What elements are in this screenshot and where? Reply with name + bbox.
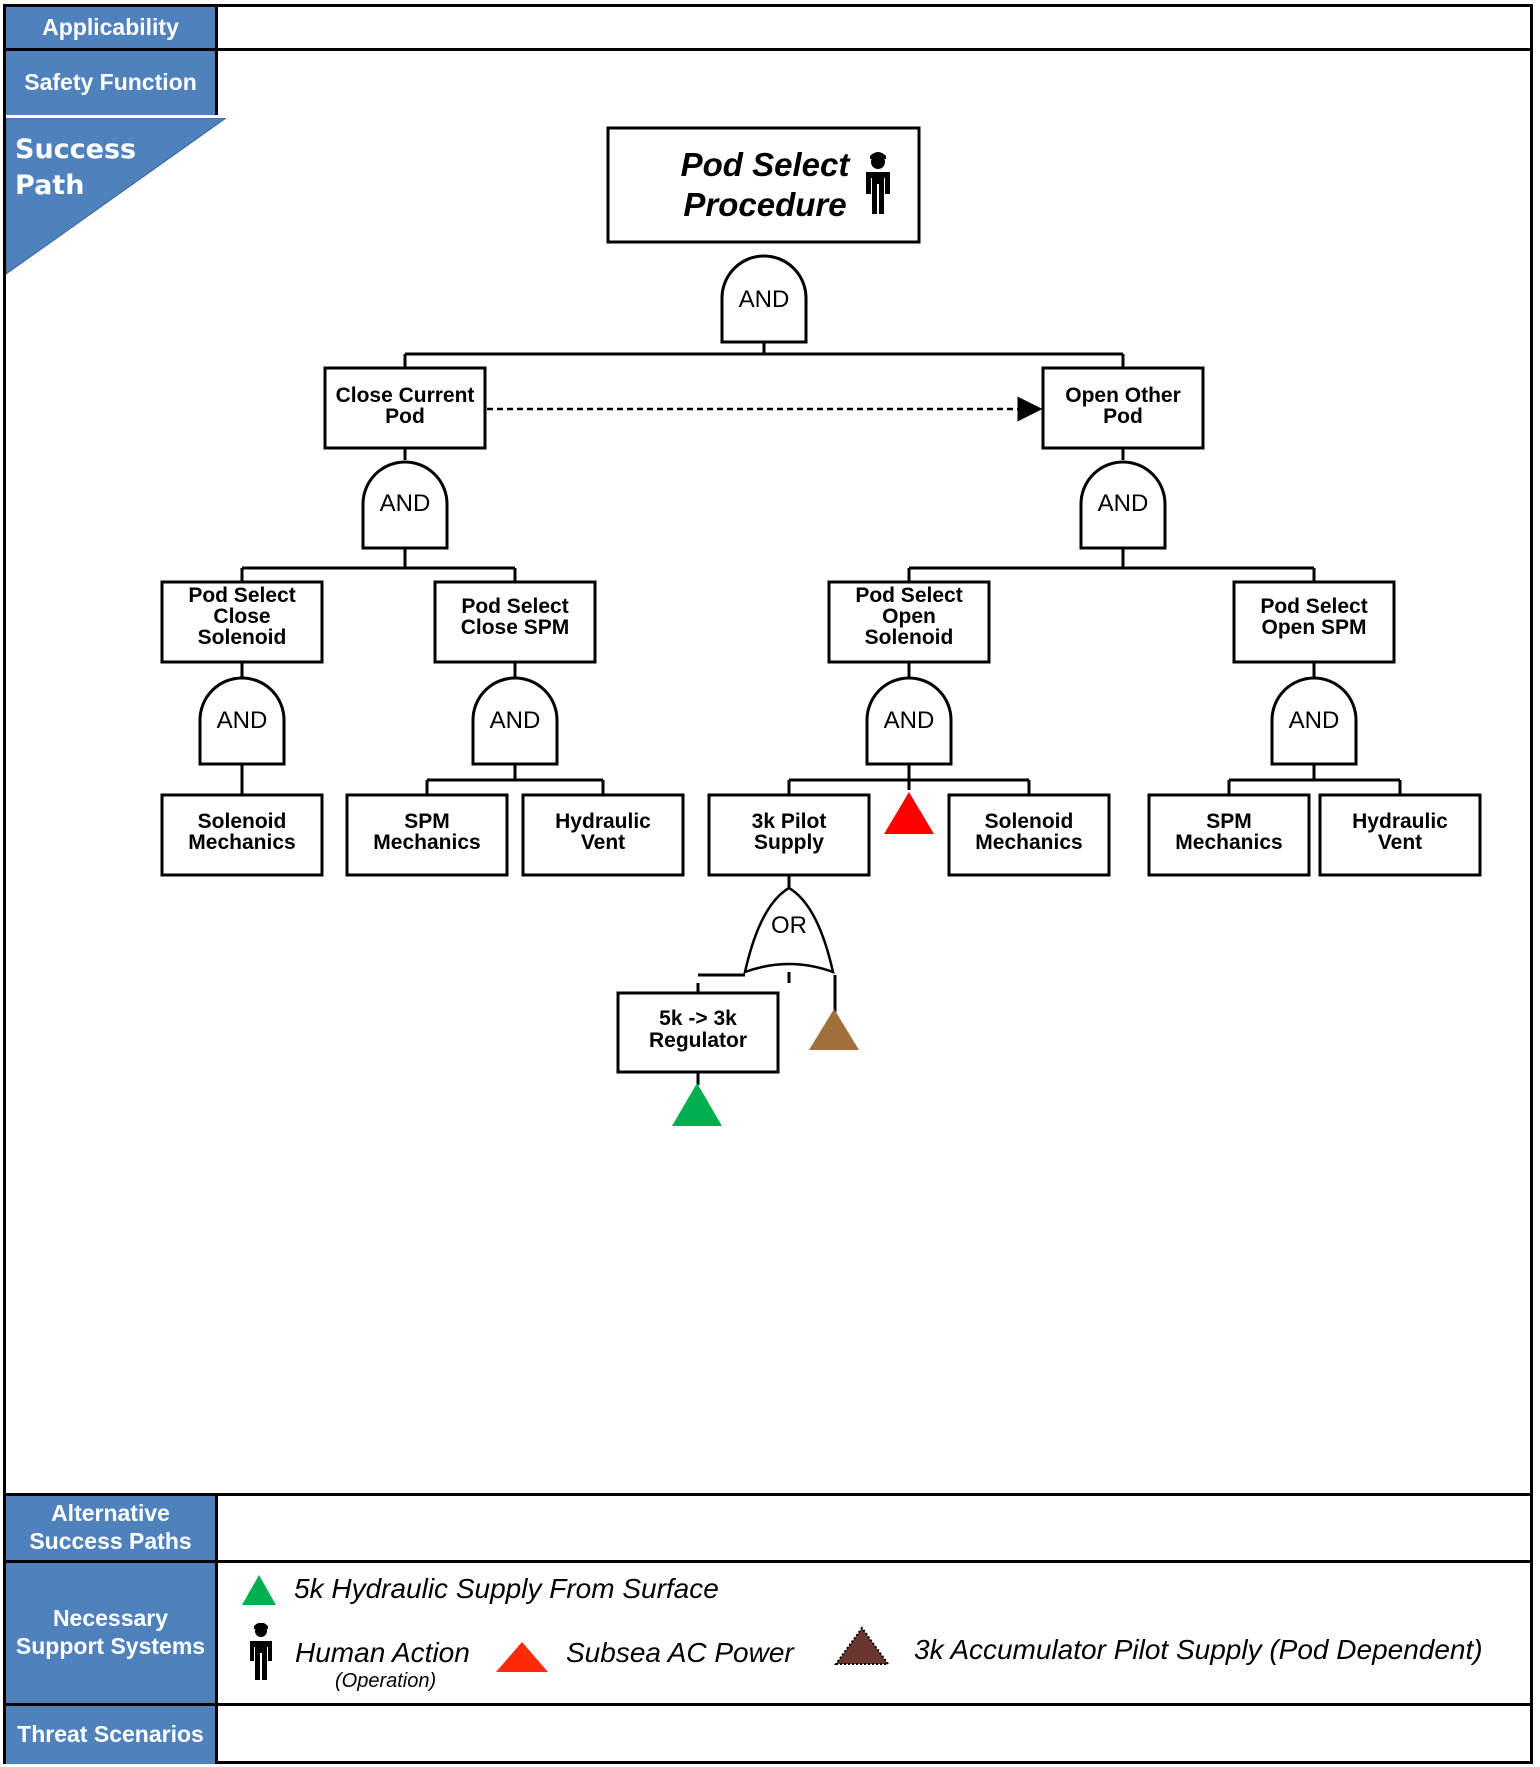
box-line: Open SPM (1261, 616, 1366, 639)
box-line: Mechanics (188, 831, 295, 854)
legend-subsea-ac-power: Subsea AC Power (566, 1637, 794, 1668)
and-gate: AND (865, 676, 953, 766)
and-gate: AND (720, 254, 808, 344)
success-path-label (6, 118, 227, 275)
box-line: Mechanics (1175, 831, 1282, 854)
label-line: Necessary (52, 1605, 169, 1632)
human-action-icon (250, 1623, 272, 1680)
safety-function-text: Safety Function (24, 69, 197, 96)
box-line: Regulator (649, 1029, 747, 1052)
success-path-text: Success Path (15, 132, 136, 204)
gate-label: AND (1098, 490, 1149, 517)
top-event-line: Pod Select (681, 146, 852, 183)
solenoid-mechanics-box: Solenoid Mechanics (947, 793, 1111, 877)
box-line: Supply (754, 831, 824, 854)
top-event-box: Pod Select Procedure (606, 126, 921, 244)
applicability-text: Applicability (42, 13, 179, 40)
necessary-support-systems-label: Necessary Support Systems (6, 1563, 218, 1703)
box-line: Hydraulic (1352, 810, 1448, 833)
pod-select-close-spm-box: Pod Select Close SPM (433, 580, 597, 664)
and-gate: AND (1079, 460, 1167, 550)
pod-select-open-solenoid-box: Pod Select Open Solenoid (827, 580, 991, 664)
success-path-line: Path (15, 170, 85, 201)
divider (3, 1560, 1533, 1563)
box-line: Pod Select (188, 584, 295, 607)
box-line: 5k -> 3k (659, 1007, 737, 1030)
box-line: Pod Select (1260, 595, 1367, 618)
open-other-pod-box: Open Other Pod (1041, 366, 1205, 450)
applicability-label: Applicability (6, 7, 218, 48)
spm-mechanics-box: SPM Mechanics (345, 793, 509, 877)
pilot-supply-3k-box: 3k Pilot Supply (707, 793, 871, 877)
label-line: Success Paths (29, 1528, 192, 1554)
pod-select-close-solenoid-box: Pod Select Close Solenoid (160, 580, 324, 664)
and-gate: AND (198, 676, 286, 766)
red-triangle-icon (496, 1642, 548, 1672)
box-line: 3k Pilot (752, 810, 827, 833)
box-line: Pod (385, 405, 425, 428)
box-line: Close Current (336, 384, 475, 407)
regulator-box: 5k -> 3k Regulator (616, 991, 780, 1074)
box-line: Hydraulic (555, 810, 651, 833)
gate-label: AND (884, 707, 935, 734)
gate-label: AND (739, 286, 790, 313)
solenoid-mechanics-box: Solenoid Mechanics (160, 793, 324, 877)
and-gate: AND (361, 460, 449, 550)
green-triangle-icon (242, 1575, 276, 1605)
box-line: Pod Select (461, 595, 568, 618)
box-line: Solenoid (198, 626, 287, 649)
pod-select-open-spm-box: Pod Select Open SPM (1232, 580, 1396, 664)
box-line: Solenoid (198, 810, 287, 833)
box-line: Mechanics (975, 831, 1082, 854)
divider (3, 48, 1533, 51)
page-frame (3, 4, 1533, 1764)
label-line: Alternative (51, 1500, 170, 1527)
box-line: Vent (581, 831, 625, 854)
red-triangle-icon (884, 792, 934, 834)
threat-scenarios-text: Threat Scenarios (17, 1721, 204, 1748)
box-line: Close (213, 605, 270, 628)
gate-label: AND (217, 707, 268, 734)
box-line: Vent (1378, 831, 1422, 854)
box-line: Solenoid (865, 626, 954, 649)
and-gate: AND (1270, 676, 1358, 766)
box-line: Open (882, 605, 936, 628)
divider (3, 1703, 1533, 1706)
box-line: Solenoid (985, 810, 1074, 833)
hydraulic-vent-box: Hydraulic Vent (521, 793, 685, 877)
safety-function-label: Safety Function (6, 51, 218, 115)
green-triangle-icon (672, 1083, 722, 1126)
gate-label: AND (380, 490, 431, 517)
legend-human-action-sub: (Operation) (335, 1670, 437, 1692)
label-line: Support Systems (15, 1633, 206, 1659)
box-line: SPM (1206, 810, 1252, 833)
box-line: Open Other (1065, 384, 1181, 407)
gate-label: OR (771, 912, 807, 939)
threat-scenarios-label: Threat Scenarios (6, 1706, 218, 1764)
connector-lines (240, 342, 1402, 1085)
dark-triangle-icon (834, 1626, 890, 1665)
and-gate: AND (471, 676, 559, 766)
top-event-line: Procedure (683, 186, 846, 223)
divider (3, 1493, 1533, 1496)
hydraulic-vent-box: Hydraulic Vent (1318, 793, 1482, 877)
gate-label: AND (490, 707, 541, 734)
box-line: Mechanics (373, 831, 480, 854)
close-current-pod-box: Close Current Pod (323, 366, 487, 450)
alternative-success-paths-label: Alternative Success Paths (6, 1496, 218, 1560)
legend-human-action: Human Action (295, 1637, 470, 1668)
box-line: Pod Select (855, 584, 962, 607)
spm-mechanics-box: SPM Mechanics (1147, 793, 1311, 877)
box-line: Close SPM (461, 616, 570, 639)
legend-hydraulic-supply: 5k Hydraulic Supply From Surface (294, 1573, 719, 1604)
legend-accumulator-pilot: 3k Accumulator Pilot Supply (Pod Depende… (914, 1634, 1483, 1665)
box-line: Pod (1103, 405, 1143, 428)
box-line: SPM (404, 810, 450, 833)
or-gate: OR (743, 886, 835, 974)
brown-triangle-icon (809, 1009, 859, 1050)
gate-label: AND (1289, 707, 1340, 734)
success-path-line: Success (15, 134, 137, 165)
